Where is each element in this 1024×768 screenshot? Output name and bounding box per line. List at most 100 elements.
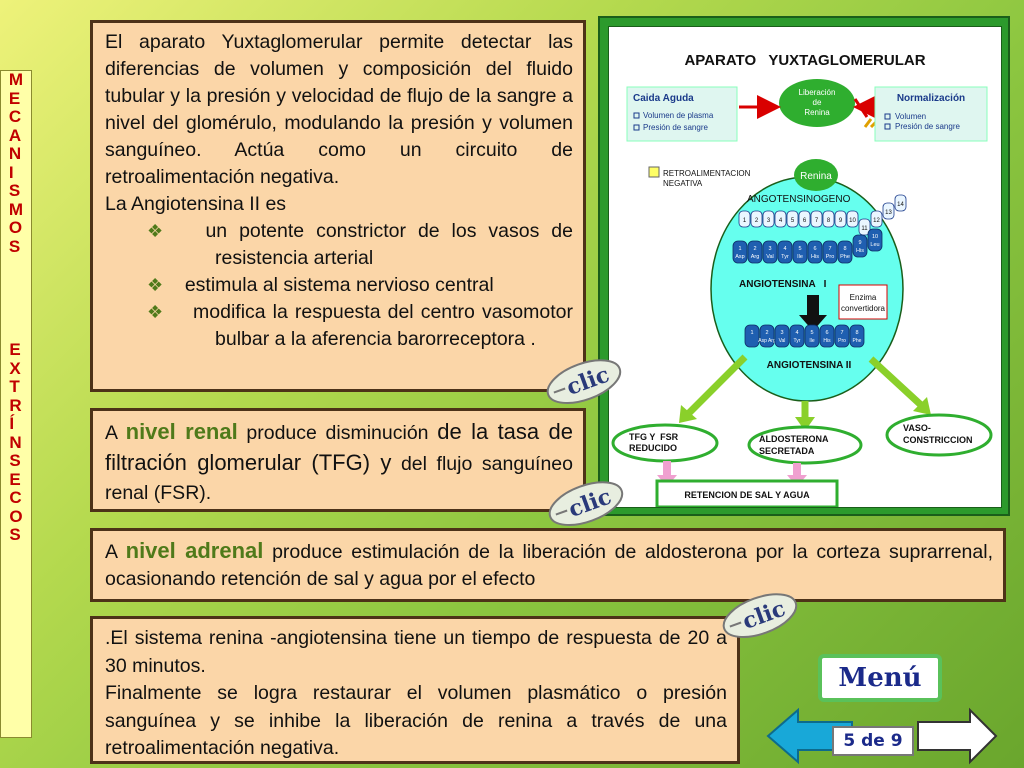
bead-label: 7 [840, 330, 843, 336]
chain-bead [777, 240, 793, 264]
svg-text:TFG Y FSR: TFG Y FSR [629, 432, 679, 442]
chain-bead [849, 324, 865, 348]
bead-label: His [811, 254, 819, 260]
svg-text:Presión de sangre: Presión de sangre [643, 123, 708, 132]
svg-text:Volumen: Volumen [895, 112, 926, 121]
bead-label: His [856, 248, 864, 254]
chain-bead [798, 210, 811, 228]
yuxtaglomerular-diagram: APARATO YUXTAGLOMERULAR Caida Aguda Volu… [611, 52, 993, 507]
highlight-nivel-renal: nivel renal [125, 419, 238, 444]
chain-bead [747, 240, 763, 264]
bead-label: Val [766, 254, 774, 260]
vertical-letter: E [8, 88, 21, 108]
arrow-icon [913, 397, 931, 415]
bead-label: Tyr [781, 254, 789, 260]
chain-bead [867, 228, 883, 252]
chain-bead [762, 240, 778, 264]
vertical-letter: S [9, 525, 21, 544]
chain-bead [846, 210, 859, 228]
retencion-box [655, 479, 839, 507]
bead-label: 6 [825, 330, 828, 336]
bead-label: Ile [809, 338, 815, 344]
bead-label: 3 [780, 330, 783, 336]
chain-bead [744, 324, 760, 348]
next-arrow-button[interactable] [916, 706, 1000, 766]
chain-bead [834, 324, 850, 348]
intro-paragraph: El aparato Yuxtaglomerular permite detec… [105, 31, 573, 188]
bead-label: 8 [827, 218, 831, 224]
chain-bead [822, 210, 835, 228]
vertical-letter: Í [9, 414, 15, 433]
enzima-box [838, 284, 888, 320]
vertical-letter: R [9, 395, 22, 415]
svg-text:NEGATIVA: NEGATIVA [663, 179, 703, 188]
diamond-bullet-icon: ❖ [147, 275, 164, 295]
svg-text:Presión de sangre: Presión de sangre [895, 122, 960, 131]
vertical-letter: N [8, 144, 22, 163]
bead-label: Pro [826, 254, 835, 260]
bead-label: 4 [795, 330, 798, 336]
bead-label: 1 [750, 330, 753, 336]
conclusion-text: Finalmente se logra restaurar el volumen… [105, 682, 727, 759]
bead-label: 2 [753, 246, 756, 252]
chain-bead [759, 324, 775, 348]
bead-label: 7 [815, 218, 819, 224]
clic-button-3[interactable]: clic [714, 586, 804, 646]
vertical-letter: S [8, 236, 21, 256]
chain-bead [786, 210, 799, 228]
bead-label: 9 [839, 218, 843, 224]
svg-text:Volumen de plasma: Volumen de plasma [643, 111, 714, 120]
diamond-bullet-icon: ❖ [147, 302, 165, 322]
list-item: ❖ estimula al sistema nervioso central [147, 274, 494, 296]
clic-button-1[interactable]: clic [538, 352, 628, 412]
legend-swatch [648, 166, 660, 178]
chain-bead [882, 202, 895, 220]
clic-button-2[interactable]: clic [540, 474, 630, 534]
bead-label: Tyr [794, 338, 801, 344]
inhibition-mark-icon [853, 98, 869, 118]
normalizacion-box [874, 86, 988, 142]
chain-bead [894, 194, 907, 212]
bead-label: 13 [885, 210, 892, 216]
bead-label: 5 [798, 246, 801, 252]
chain-bead [738, 210, 751, 228]
bead-label: 3 [768, 246, 771, 252]
chain-bead [819, 324, 835, 348]
chain-bead [870, 210, 883, 228]
bead-label: 8 [843, 246, 846, 252]
bead-label: His [823, 338, 831, 344]
chain-bead [792, 240, 808, 264]
page-indicator: 5 de 9 [832, 726, 914, 756]
angiotensin-i-chain: 1Asp2Arg3Val4Tyr5Ile6His7Pro8Phe9His10Le… [732, 228, 883, 264]
caida-aguda-box [626, 86, 738, 142]
svg-text:REDUCIDO: REDUCIDO [629, 443, 677, 453]
chain-bead [810, 210, 823, 228]
vertical-letter: O [9, 506, 23, 526]
bead-label: 10 [849, 218, 856, 224]
bead-label: 4 [779, 218, 783, 224]
chain-bead [789, 324, 805, 348]
highlight-nivel-adrenal: nivel adrenal [125, 538, 264, 563]
vertical-letter: T [9, 377, 20, 396]
chain-bead [822, 240, 838, 264]
svg-text:ANGIOTENSINA I: ANGIOTENSINA I [739, 279, 827, 290]
chain-bead [837, 240, 853, 264]
angiotensin-lead: La Angiotensina II es [105, 193, 287, 215]
bead-label: Ile [797, 254, 803, 260]
bead-label: Pro [838, 338, 846, 344]
menu-button[interactable]: Menú [818, 654, 942, 702]
angiotensin-effects-list: ❖ un potente constrictor de los vasos de… [105, 218, 573, 353]
vertical-letter: C [8, 107, 22, 126]
svg-text:ANGIOTENSINA II: ANGIOTENSINA II [767, 360, 852, 371]
chain-bead [774, 210, 787, 228]
down-arrow-icon [799, 315, 827, 331]
svg-text:Caida Aguda: Caida Aguda [633, 93, 694, 104]
arrow-right-icon [917, 707, 998, 765]
vertical-letter: X [9, 358, 21, 378]
bead-label: Arg [751, 254, 760, 260]
chain-bead [750, 210, 763, 228]
